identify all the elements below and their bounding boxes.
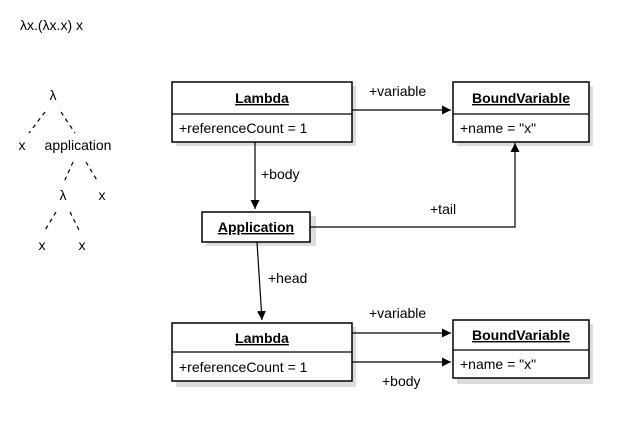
tree-root-lambda: λ bbox=[50, 87, 57, 103]
lambda-top-title: Lambda bbox=[235, 90, 289, 106]
lambda-top-box bbox=[171, 81, 353, 143]
label-body-bottom: +body bbox=[382, 373, 421, 389]
bound-top-attribute: +name = "x" bbox=[460, 120, 536, 136]
bound-bottom-title: BoundVariable bbox=[472, 327, 570, 343]
lambda-expression-label: λx.(λx.x) x bbox=[20, 17, 83, 33]
lambda-top-class[interactable]: Lambda +referenceCount = 1 bbox=[171, 81, 353, 143]
bound-bottom-box bbox=[452, 319, 590, 379]
bound-top-box bbox=[452, 81, 590, 143]
associations bbox=[250, 105, 520, 367]
lambda-bottom-title: Lambda bbox=[235, 330, 289, 346]
tree-node-x-2: x bbox=[99, 187, 106, 203]
application-title: Application bbox=[218, 219, 294, 235]
tree-edge-root-left bbox=[28, 111, 46, 134]
bound-top-title: BoundVariable bbox=[472, 90, 570, 106]
tree-edge-app-right bbox=[85, 161, 99, 183]
tree-edge-root-right bbox=[60, 111, 76, 134]
label-body-top: +body bbox=[261, 166, 300, 182]
syntax-tree: λ x application λ x x x bbox=[19, 87, 112, 253]
edge-head bbox=[256, 241, 266, 321]
tree-edge-inner-right bbox=[69, 211, 81, 233]
application-box bbox=[201, 211, 311, 243]
lambda-bottom-class[interactable]: Lambda +referenceCount = 1 bbox=[171, 322, 353, 382]
tree-node-x-1: x bbox=[19, 137, 26, 153]
bound-bottom-attribute: +name = "x" bbox=[460, 356, 536, 372]
tree-node-x-3: x bbox=[39, 237, 46, 253]
label-head: +head bbox=[268, 270, 307, 286]
tree-node-application: application bbox=[45, 137, 112, 153]
lambda-bottom-attribute: +referenceCount = 1 bbox=[179, 359, 308, 375]
tree-edge-app-left bbox=[63, 161, 74, 183]
tree-edge-inner-left bbox=[43, 211, 57, 233]
tree-node-x-4: x bbox=[79, 237, 86, 253]
edge-tail bbox=[310, 143, 520, 228]
application-class[interactable]: Application bbox=[201, 211, 311, 243]
lambda-top-attribute: +referenceCount = 1 bbox=[179, 120, 308, 136]
tree-node-lambda-inner: λ bbox=[60, 187, 67, 203]
bound-variable-bottom-class[interactable]: BoundVariable +name = "x" bbox=[452, 319, 590, 379]
label-variable-top: +variable bbox=[369, 83, 426, 99]
bound-variable-top-class[interactable]: BoundVariable +name = "x" bbox=[452, 81, 590, 143]
label-tail: +tail bbox=[430, 201, 456, 217]
label-variable-bottom: +variable bbox=[369, 305, 426, 321]
